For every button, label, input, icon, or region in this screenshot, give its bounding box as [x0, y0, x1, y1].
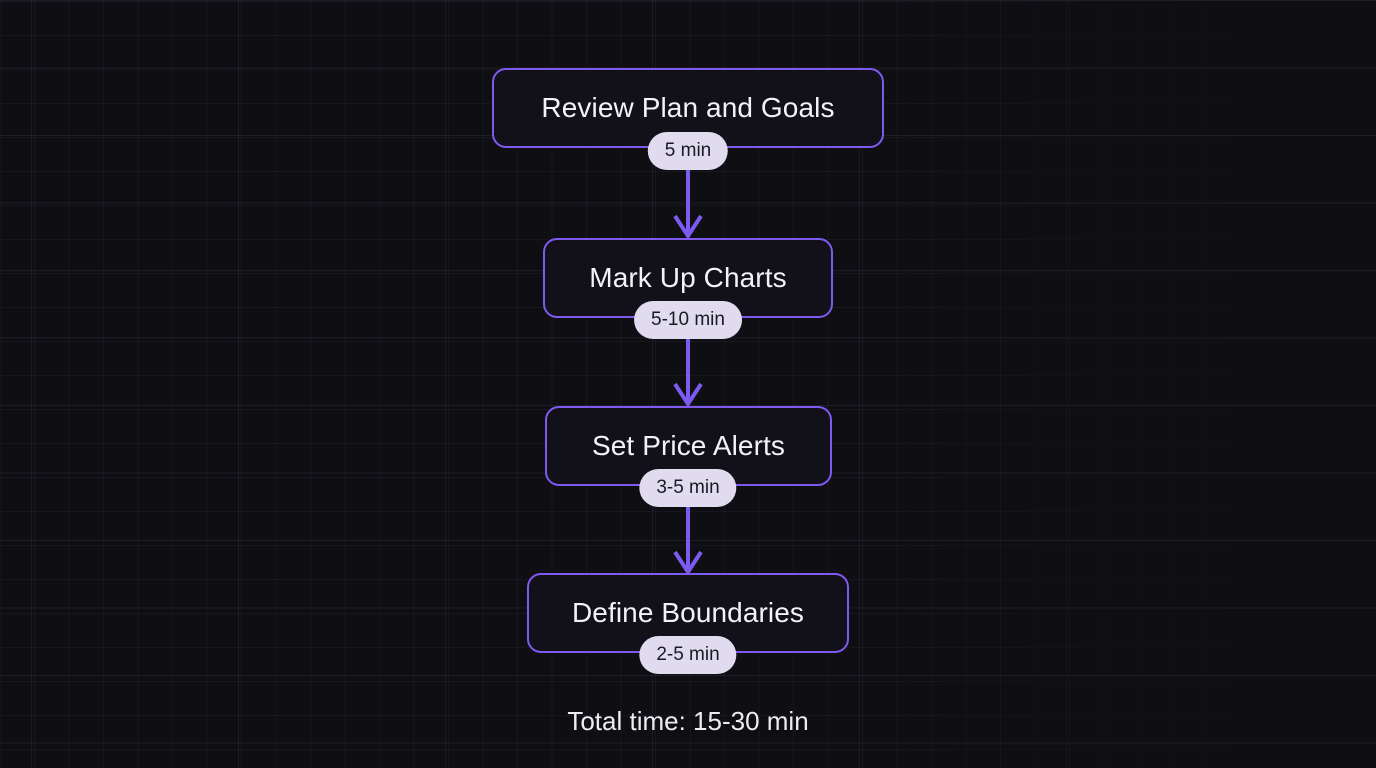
flow-node-label: Set Price Alerts: [591, 430, 785, 461]
duration-badge-text: 5 min: [664, 140, 712, 161]
duration-badge-mark-up-charts: 5-10 min: [634, 301, 742, 339]
duration-badge-text: 5-10 min: [651, 309, 725, 330]
duration-badge-text: 3-5 min: [656, 477, 720, 498]
duration-badge-review-plan-and-goals: 5 min: [647, 132, 729, 170]
flow-node-label: Review Plan and Goals: [541, 92, 835, 123]
total-time-label: Total time: 15-30 min: [567, 706, 809, 736]
duration-badge-set-price-alerts: 3-5 min: [639, 469, 737, 507]
flow-node-label: Mark Up Charts: [589, 262, 787, 293]
duration-badge-define-boundaries: 2-5 min: [639, 636, 737, 674]
duration-badge-text: 2-5 min: [656, 644, 720, 665]
flow-node-label: Define Boundaries: [571, 597, 805, 628]
